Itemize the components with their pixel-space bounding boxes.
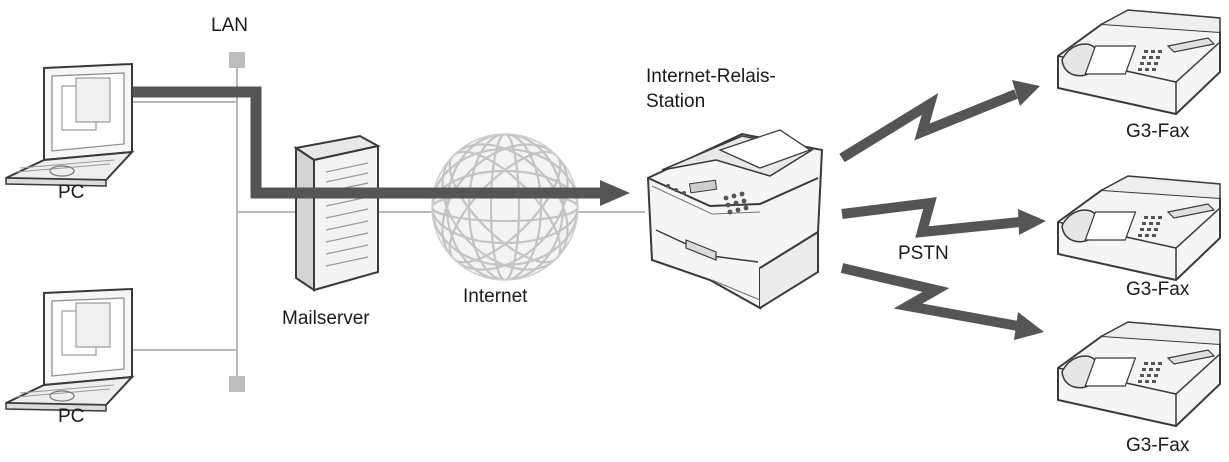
fax-machine-icon — [1057, 9, 1221, 116]
relay-station-label-line2: Station — [646, 91, 706, 112]
laptop-icon — [5, 62, 135, 187]
data-flow-arrow — [133, 86, 630, 206]
pstn-label: PSTN — [898, 243, 949, 264]
pc-label: PC — [58, 182, 85, 203]
g3-fax-label: G3-Fax — [1126, 279, 1190, 300]
mailserver-label: Mailserver — [282, 308, 370, 329]
g3-fax-label: G3-Fax — [1126, 121, 1190, 142]
fax-machine-icon — [1057, 175, 1221, 282]
globe-icon — [431, 133, 579, 281]
multifunction-fax-icon — [646, 129, 824, 310]
internet-label: Internet — [463, 286, 528, 307]
pstn-arrow-bottom — [840, 263, 1044, 340]
lan-label: LAN — [211, 15, 248, 36]
pstn-arrow-top — [839, 80, 1040, 163]
relay-station-label-line1: Internet-Relais- — [646, 66, 776, 87]
server-tower-icon — [293, 134, 381, 292]
g3-fax-label: G3-Fax — [1126, 435, 1190, 456]
network-lines — [130, 62, 645, 384]
lan-node-bottom — [229, 376, 245, 392]
fax-machine-icon — [1057, 321, 1221, 428]
pc-label: PC — [58, 406, 85, 427]
laptop-icon — [5, 287, 135, 412]
pstn-arrow-middle — [841, 197, 1046, 238]
lan-node-top — [229, 52, 245, 68]
